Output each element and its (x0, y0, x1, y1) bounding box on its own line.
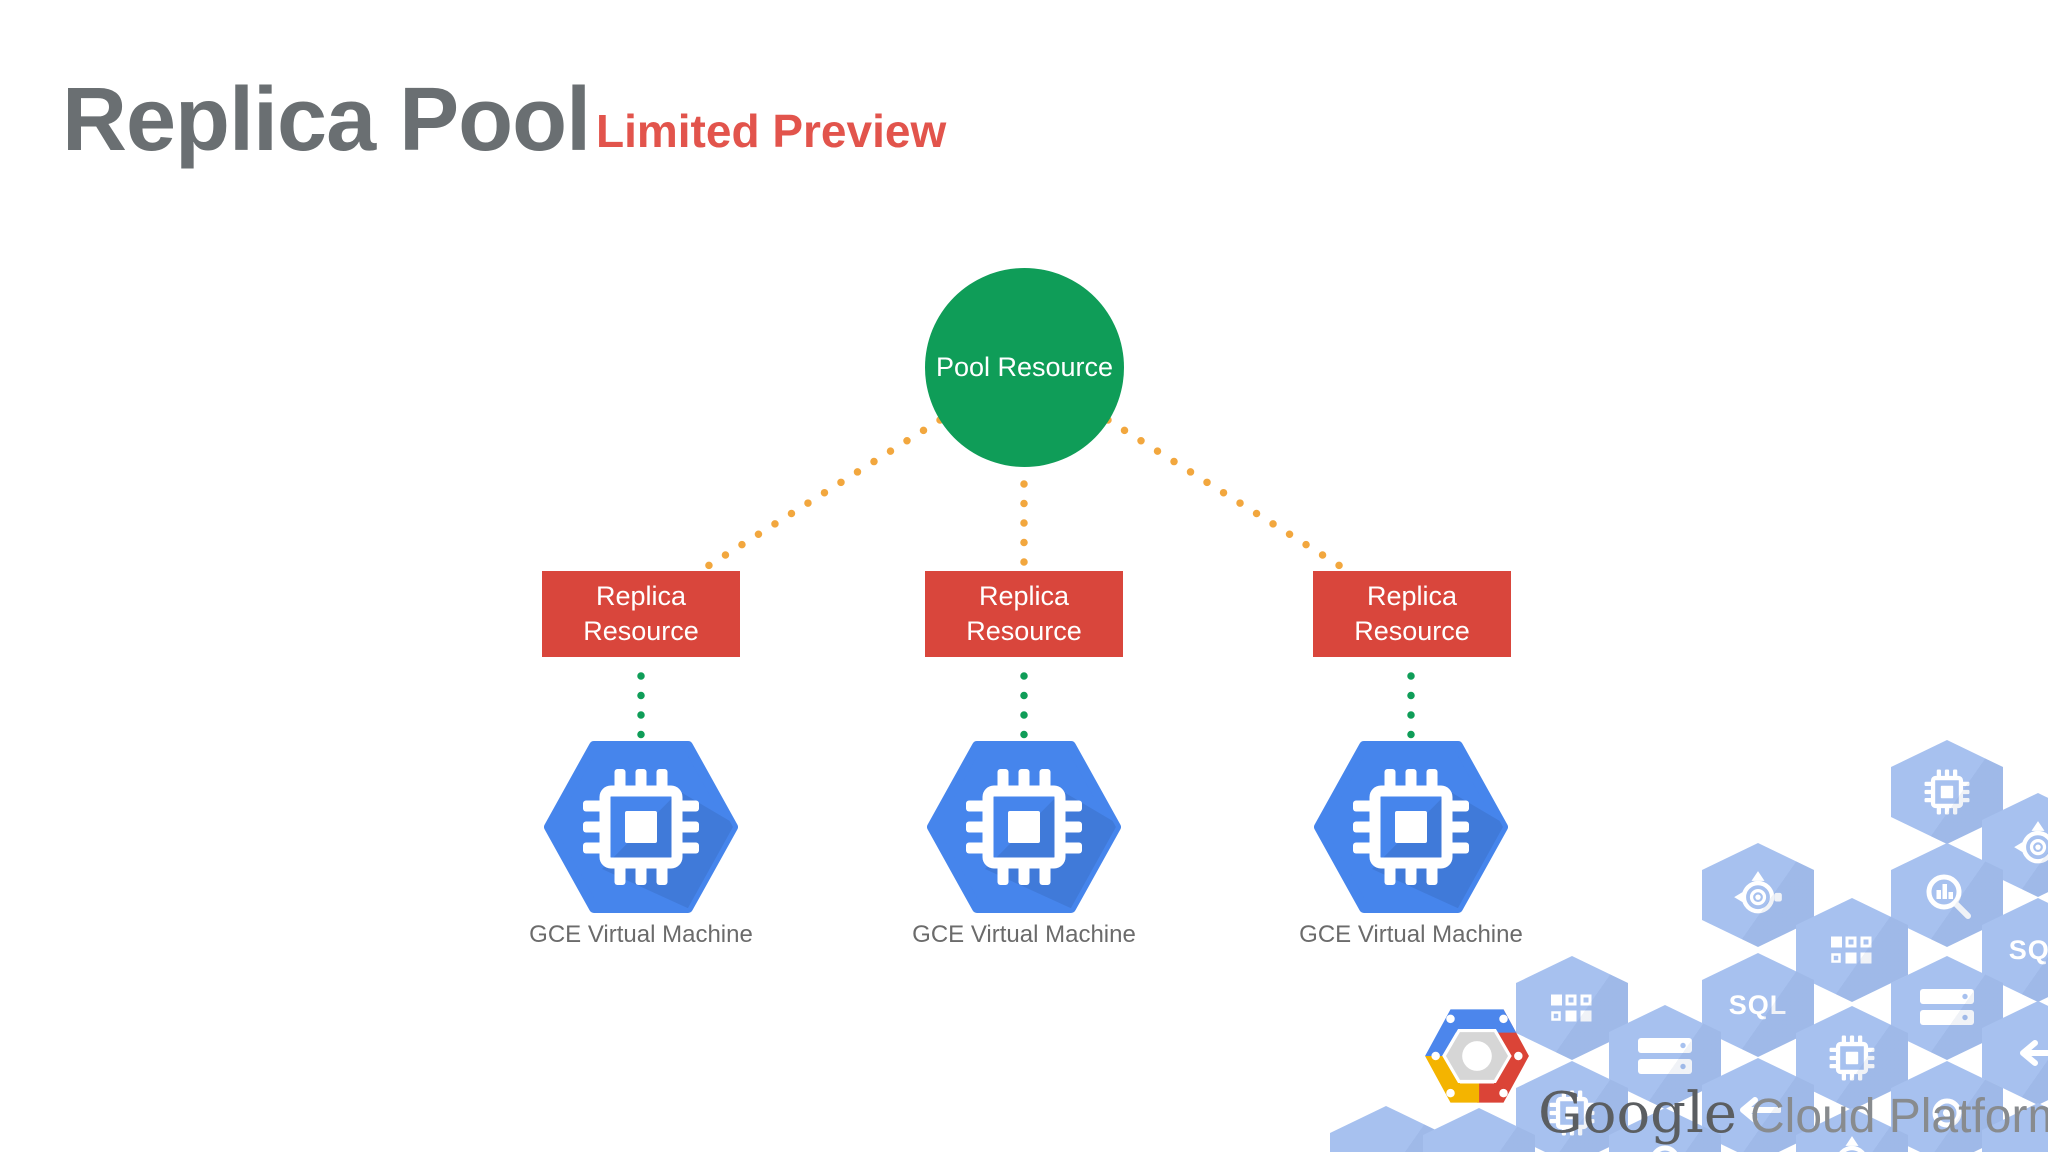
circle-icon (1645, 1140, 1685, 1152)
decor-hexagon (1796, 898, 1908, 1002)
gce-vm-label: GCE Virtual Machine (1299, 921, 1523, 948)
decor-hexagon: SQL (1702, 953, 1814, 1057)
replica-resource-label: Replica Resource (1354, 581, 1470, 646)
replica-resource-node: Replica Resource (1313, 571, 1511, 657)
cloud-platform-wordmark: Cloud Platform (1750, 1090, 2048, 1143)
decor-hexagon (1982, 1103, 2048, 1152)
chip-icon (966, 769, 1082, 885)
gce-vm-hexagon (927, 741, 1121, 913)
server-icon (1638, 1038, 1692, 1076)
decor-hexagon: SQL (1982, 898, 2048, 1002)
chip-icon (1353, 769, 1469, 885)
replica-resource-label: Replica Resource (583, 581, 699, 646)
decor-hexagon (1516, 1061, 1628, 1152)
gce-hexagon-shape (544, 741, 738, 913)
gce-vm-hexagon (544, 741, 738, 913)
gce-hexagon-shape (927, 741, 1121, 913)
decor-hexagon (1516, 956, 1628, 1060)
replica-resource-label: Replica Resource (966, 581, 1082, 646)
server-icon (1920, 989, 1974, 1027)
decor-hexagon (1423, 1108, 1535, 1152)
subtitle-badge: Limited Preview (596, 105, 947, 157)
decor-hexagon (1330, 1106, 1442, 1152)
decor-hexagon (1702, 1058, 1814, 1152)
app-grid-icon (1551, 994, 1593, 1023)
compass-icon (1826, 1134, 1878, 1152)
decor-hexagon (1796, 1006, 1908, 1110)
circle-icon (1927, 1093, 1967, 1133)
gcp-logo (1425, 1009, 1529, 1103)
pool-resource-node: Pool Resource (925, 268, 1124, 467)
connector-pool-to-replica-right (1104, 416, 1344, 570)
gce-hexagon-shape (1314, 741, 1508, 913)
decor-hexagon (1609, 1108, 1721, 1152)
decor-hexagon (1982, 793, 2048, 897)
decor-hexagon (1891, 956, 2003, 1060)
compass-icon (1732, 869, 1784, 921)
google-wordmark: Google (1538, 1081, 1738, 1146)
chip-icon (1923, 768, 1971, 816)
chip-icon (1548, 1089, 1596, 1137)
gce-vm-hexagon (1314, 741, 1508, 913)
arrow-left-icon (2015, 1038, 2048, 1068)
replica-resource-node: Replica Resource (542, 571, 740, 657)
compass-icon (2012, 819, 2048, 871)
decor-hexagon (1891, 740, 2003, 844)
pool-resource-label: Pool Resource (935, 352, 1114, 382)
page-title: Replica Pool (62, 70, 591, 170)
decor-hexagon (1796, 1108, 1908, 1152)
sql-icon: SQL (2008, 934, 2048, 965)
decor-hexagon (1702, 843, 1814, 947)
decor-hexagon (1891, 843, 2003, 947)
decor-hexagon (1891, 1061, 2003, 1152)
replica-resource-node: Replica Resource (925, 571, 1123, 657)
app-grid-icon (1831, 936, 1873, 965)
chip-icon (1828, 1034, 1876, 1082)
sql-icon: SQL (1728, 989, 1788, 1020)
decor-hexagon (1982, 1001, 2048, 1105)
decor-hexagon (1609, 1005, 1721, 1109)
gce-vm-label: GCE Virtual Machine (529, 921, 753, 948)
arrow-left-icon (1735, 1095, 1781, 1125)
gce-vm-label: GCE Virtual Machine (912, 921, 1136, 948)
connector-pool-to-replica-left (704, 416, 944, 570)
magnifier-chart-icon (1921, 869, 1973, 921)
chip-icon (583, 769, 699, 885)
